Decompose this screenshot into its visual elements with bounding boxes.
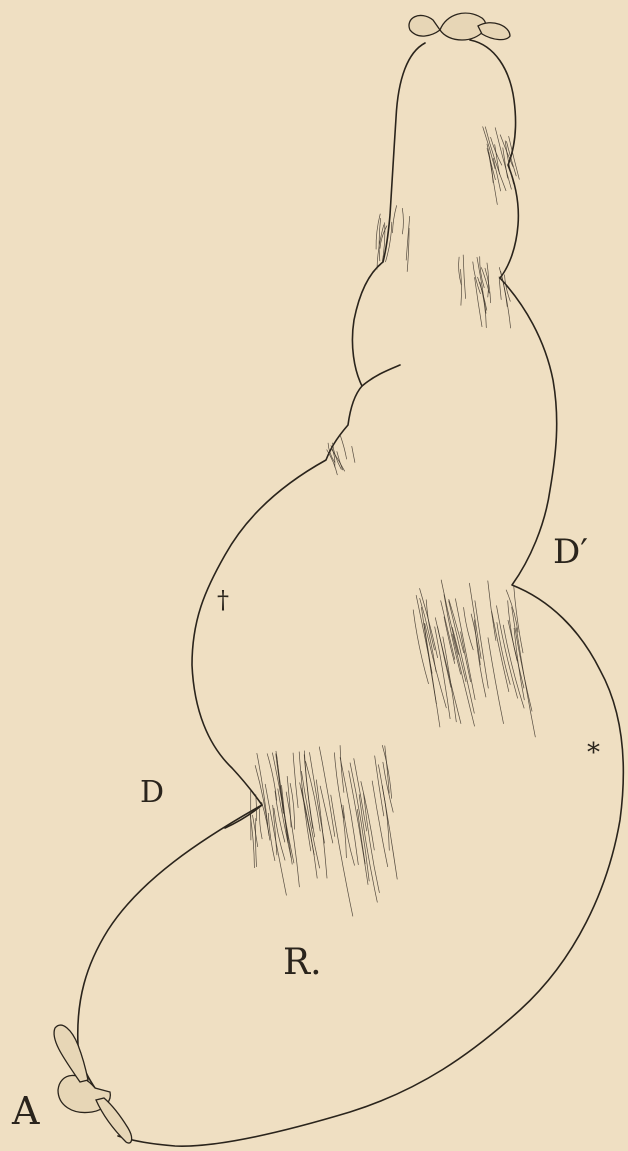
label-star: * <box>587 740 600 766</box>
fibre-stroke <box>475 620 486 697</box>
fibre-stroke <box>333 443 342 469</box>
fibre-stroke <box>255 766 269 836</box>
fibre-stroke <box>464 608 474 650</box>
fibre-stroke <box>473 262 481 294</box>
fibre-stroke <box>357 809 365 864</box>
top-ligature <box>409 13 510 40</box>
fibre-stroke <box>485 268 491 303</box>
fibre-stroke <box>463 255 465 299</box>
fibre-stroke <box>503 625 524 708</box>
label-d-prime: D′ <box>553 535 588 569</box>
fibre-stroke <box>425 623 447 707</box>
fibre-stroke <box>402 208 403 234</box>
label-dagger: † <box>217 588 229 612</box>
fibre-stroke <box>340 436 346 459</box>
fibre-stroke <box>256 819 257 867</box>
fibre-stroke <box>349 771 368 885</box>
fibre-stroke <box>300 783 315 855</box>
fibre-stroke <box>320 786 333 843</box>
fibre-stroke <box>455 599 475 700</box>
fibre-stroke <box>461 269 462 305</box>
fibre-stroke <box>350 763 369 881</box>
fibre-stroke <box>512 607 532 711</box>
fibre-stroke <box>488 638 504 724</box>
organ-outline-left <box>78 43 425 1088</box>
fibre-stroke <box>488 581 496 641</box>
fibre-stroke <box>359 795 377 903</box>
fibre-stroke <box>514 628 524 700</box>
fibre-stroke <box>497 623 510 685</box>
fibre-stroke <box>340 746 344 793</box>
fibre-stroke <box>260 809 263 839</box>
fibre-stroke <box>361 782 374 851</box>
fibre-stroke <box>469 583 481 658</box>
fibre-stroke <box>316 780 327 878</box>
fibre-clusters <box>250 127 535 916</box>
fibre-stroke <box>352 446 355 462</box>
organ-outline-right <box>118 40 623 1146</box>
fibre-stroke <box>426 600 434 650</box>
fibre-stroke <box>478 277 487 310</box>
label-r: R. <box>283 945 322 981</box>
fibre-stroke <box>382 786 389 851</box>
fibre-stroke <box>508 620 524 688</box>
label-d: D <box>140 778 164 808</box>
fibre-stroke <box>337 452 343 470</box>
fibre-stroke <box>492 612 509 692</box>
fibre-stroke <box>393 206 397 233</box>
fibre-stroke <box>293 753 298 808</box>
fibre-stroke <box>331 795 353 916</box>
fibre-stroke <box>354 759 367 831</box>
fibre-stroke <box>516 628 535 737</box>
fibre-stroke <box>334 753 344 818</box>
fibre-stroke <box>343 805 355 865</box>
fibre-stroke <box>471 614 480 665</box>
fibre-stroke <box>382 745 391 798</box>
upper-constriction <box>362 365 400 386</box>
fibre-stroke <box>483 127 495 169</box>
label-a: A <box>12 1092 39 1130</box>
